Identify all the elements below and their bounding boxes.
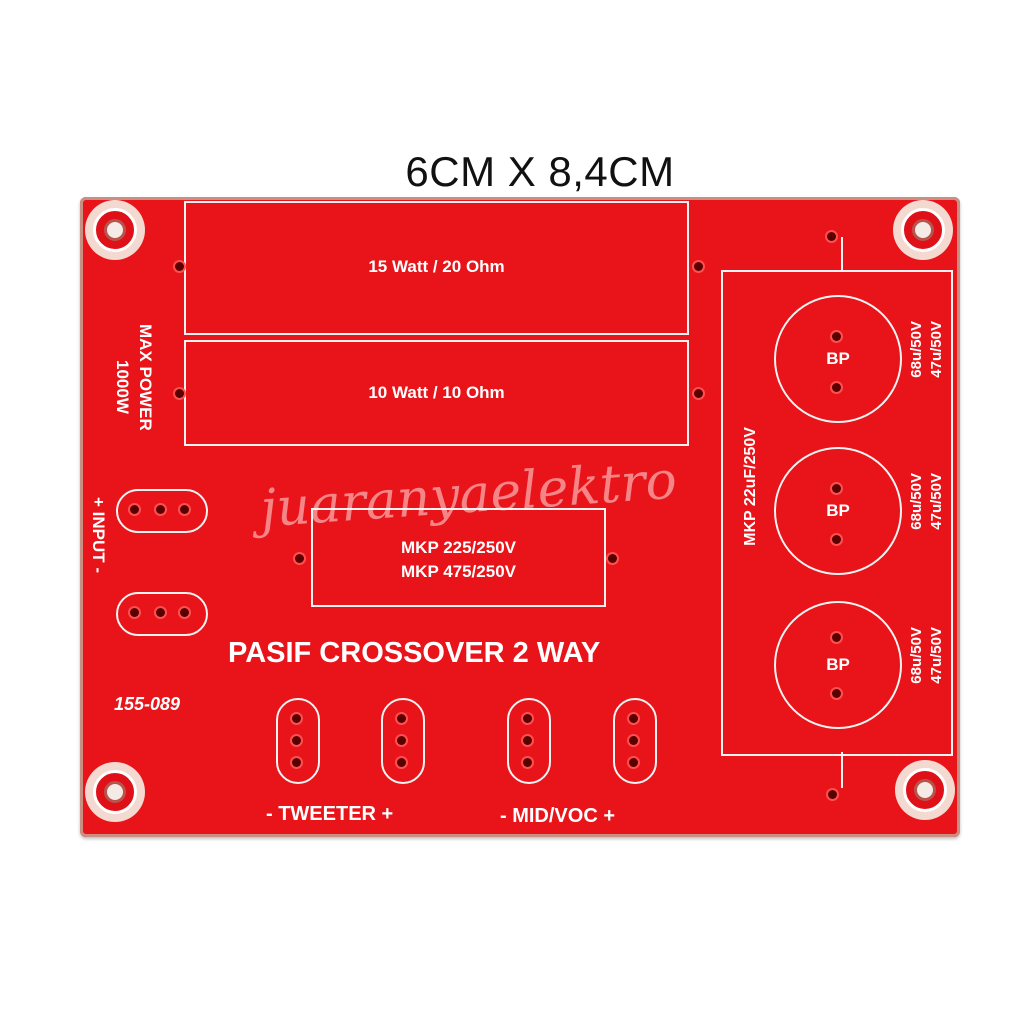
bp-capacitor-1: BP <box>774 295 902 423</box>
input-label: + INPUT - <box>89 497 108 574</box>
pad <box>832 383 841 392</box>
resistor-outline-top <box>184 201 689 335</box>
midvoc-label: - MID/VOC + <box>500 805 616 827</box>
tweeter-label: - TWEETER + <box>266 803 394 825</box>
input-terminal-negative <box>116 592 208 636</box>
mounting-hole-bottom-right <box>895 760 955 820</box>
pad <box>292 714 301 723</box>
pad <box>523 714 532 723</box>
pad <box>608 554 617 563</box>
pad <box>629 736 638 745</box>
mkp-side-label: MKP 22uF/250V <box>742 427 759 546</box>
bp-label: BP <box>826 655 850 674</box>
bp-capacitor-2: BP <box>774 447 902 575</box>
max-power-line-1: MAX POWER <box>136 324 155 431</box>
board-size-label: 6CM X 8,4CM <box>405 148 675 195</box>
pad <box>180 608 189 617</box>
trace-line-bottom <box>841 752 843 788</box>
pad <box>130 505 139 514</box>
pad <box>292 758 301 767</box>
mkp-line-1: MKP 225/250V <box>401 538 516 557</box>
cap-3-rating-1: 68u/50V <box>908 627 925 684</box>
pad <box>827 232 836 241</box>
board-title: PASIF CROSSOVER 2 WAY <box>228 637 601 669</box>
bp-label: BP <box>826 501 850 520</box>
mounting-hole-top-right <box>893 200 953 260</box>
pad <box>828 790 837 799</box>
cap-2-rating-2: 47u/50V <box>928 473 945 530</box>
pad <box>832 633 841 642</box>
trace-line-top <box>841 237 843 271</box>
bp-label: BP <box>826 349 850 368</box>
pad <box>156 608 165 617</box>
pad <box>175 262 184 271</box>
bp-capacitor-3: BP <box>774 601 902 729</box>
pad <box>629 714 638 723</box>
pcb-board: juaranyaelektro 15 Watt / 20 Ohm 10 Watt… <box>80 197 960 837</box>
pad <box>694 262 703 271</box>
pad <box>180 505 189 514</box>
pad <box>694 389 703 398</box>
pad <box>156 505 165 514</box>
pad <box>175 389 184 398</box>
cap-2-rating-1: 68u/50V <box>908 473 925 530</box>
pad <box>397 758 406 767</box>
pad <box>523 758 532 767</box>
pad <box>832 484 841 493</box>
max-power-line-2: 1000W <box>113 360 132 414</box>
pad <box>832 332 841 341</box>
pad <box>292 736 301 745</box>
resistor-bottom-label: 10 Watt / 10 Ohm <box>368 383 505 402</box>
cap-1-rating-2: 47u/50V <box>928 321 945 378</box>
pad <box>130 608 139 617</box>
mkp-line-2: MKP 475/250V <box>401 562 516 581</box>
pad <box>629 758 638 767</box>
resistor-outline-bottom <box>184 340 689 446</box>
resistor-top-label: 15 Watt / 20 Ohm <box>368 257 505 276</box>
mounting-hole-top-left <box>85 200 145 260</box>
midvoc-terminal-negative <box>507 698 551 784</box>
pad <box>295 554 304 563</box>
tweeter-terminal-positive <box>381 698 425 784</box>
tweeter-terminal-negative <box>276 698 320 784</box>
midvoc-terminal-positive <box>613 698 657 784</box>
pad <box>523 736 532 745</box>
input-terminal-positive <box>116 489 208 533</box>
pad <box>832 689 841 698</box>
pad <box>832 535 841 544</box>
part-number: 155-089 <box>114 694 181 714</box>
mounting-hole-bottom-left <box>85 762 145 822</box>
pad <box>397 736 406 745</box>
cap-3-rating-2: 47u/50V <box>928 627 945 684</box>
cap-1-rating-1: 68u/50V <box>908 321 925 378</box>
mkp-capacitor-outline <box>311 508 606 607</box>
capacitor-block-outline <box>721 270 953 756</box>
pad <box>397 714 406 723</box>
